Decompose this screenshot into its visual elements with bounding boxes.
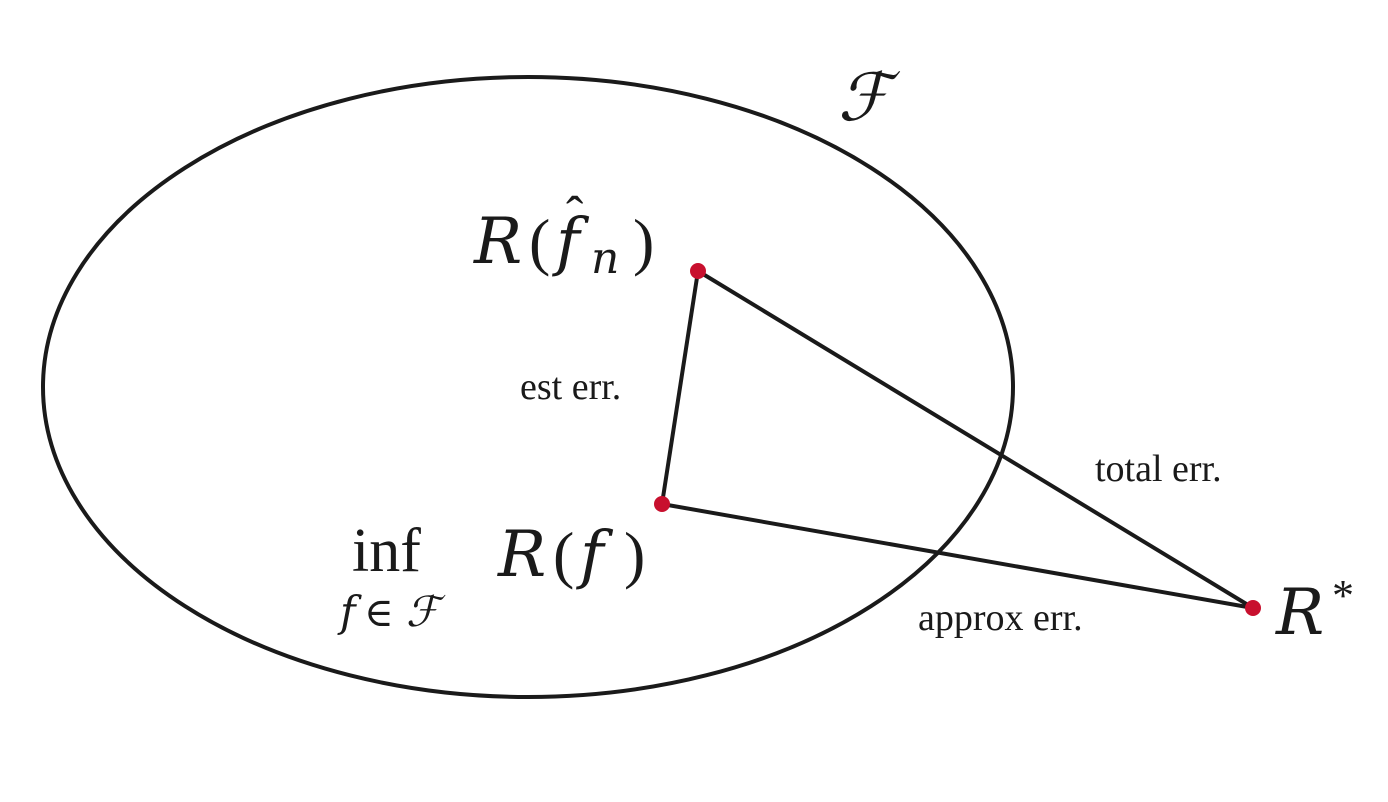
infimum-subscript-in: ∈ [364, 590, 394, 635]
estimate-risk-close-paren: ) [633, 206, 654, 277]
approximation-error-label: approx err. [918, 597, 1083, 639]
estimate-risk-subscript: n [591, 233, 619, 284]
infimum-operator: inf [352, 517, 421, 585]
bayes-risk-R: R [1275, 576, 1324, 650]
best-in-class-risk-point [654, 496, 670, 512]
function-class-ellipse [41, 75, 1015, 699]
function-class-label: ℱ [838, 59, 901, 136]
best-in-class-risk-open-paren: ( [553, 519, 574, 590]
bayes-risk-label: R * [1275, 571, 1354, 650]
bayes-risk-star: * [1332, 571, 1354, 620]
best-in-class-risk-close-paren: ) [624, 519, 645, 590]
estimation-error-edge [660, 270, 700, 505]
estimate-risk-label: R ( f ˆ n ) [473, 187, 654, 284]
estimate-risk-open-paren: ( [529, 206, 550, 277]
approximation-error-edge [661, 502, 1254, 610]
best-in-class-risk-f: f [576, 518, 614, 592]
total-error-edge [696, 269, 1255, 610]
bayes-risk-point [1245, 600, 1261, 616]
estimate-risk-R: R [473, 205, 522, 279]
estimation-error-label: est err. [520, 366, 621, 408]
estimate-risk-hat: ˆ [566, 187, 583, 244]
estimate-risk-point [690, 263, 706, 279]
infimum-subscript-set: ℱ [406, 587, 446, 636]
best-in-class-risk-R: R [497, 518, 546, 592]
total-error-label: total err. [1095, 448, 1222, 490]
best-in-class-risk-label: inf f ∈ ℱ R ( f ) [337, 517, 645, 636]
infimum-subscript-f: f [337, 587, 362, 636]
